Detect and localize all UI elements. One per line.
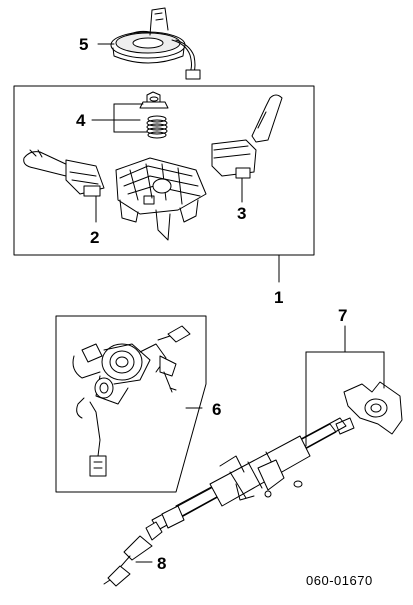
steering-column-part	[151, 381, 403, 531]
switch-body-part	[115, 157, 207, 241]
turn-signal-switch-part	[23, 149, 105, 223]
callout-4: 4	[76, 111, 86, 130]
callout-5: 5	[79, 35, 89, 54]
cap-and-spring-part	[139, 91, 169, 139]
callout-7: 7	[338, 306, 348, 325]
callout-6: 6	[212, 400, 222, 419]
callout-8: 8	[157, 554, 167, 573]
diagram-code: 060-01670	[306, 573, 373, 588]
callout-2: 2	[90, 228, 100, 247]
intermediate-shaft-part	[103, 521, 163, 587]
callout-3: 3	[237, 204, 247, 223]
combination-switch-box	[13, 85, 315, 256]
callout-1: 1	[274, 288, 284, 307]
ignition-switch-box	[55, 315, 207, 493]
ignition-switch-part	[72, 325, 191, 477]
clock-spring-part	[110, 7, 201, 80]
wiper-switch-part	[211, 94, 283, 203]
